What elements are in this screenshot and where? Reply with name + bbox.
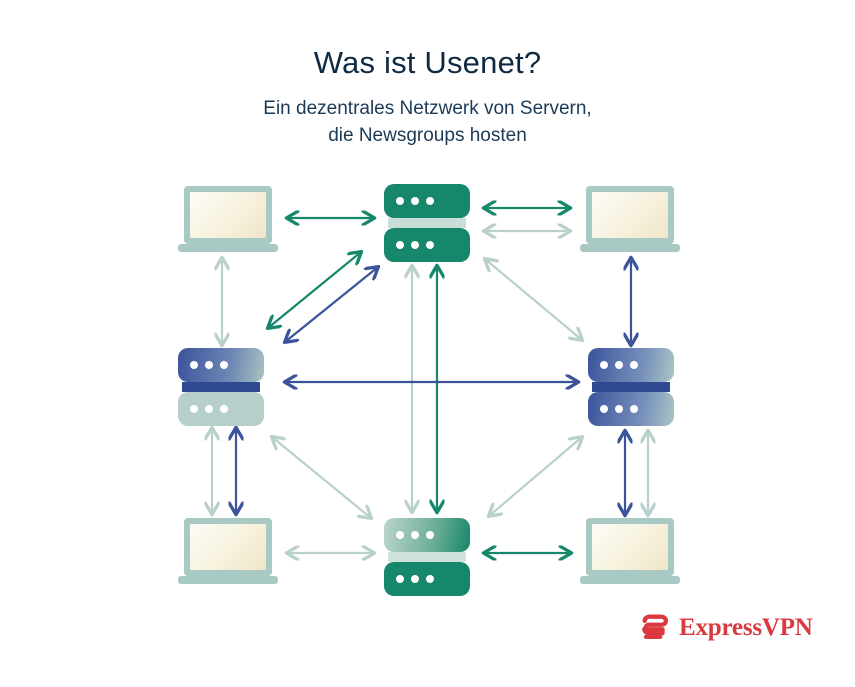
laptop-base [178,244,278,252]
arrow-server-mr-to-server-bc [489,437,582,516]
laptop-icon-top-left [178,186,278,258]
laptop-screen [592,524,668,570]
arrow-server-tc-to-server-mr [485,259,582,340]
server-icon-bottom-center [384,518,470,596]
server-unit-top [384,184,470,218]
server-band [592,382,670,392]
server-icon-middle-right [588,348,674,426]
server-unit-top [178,348,264,382]
laptop-icon-bottom-right [580,518,680,590]
server-status-dots [600,405,638,413]
server-status-dots [396,197,434,205]
arrow-server-ml-to-server-tc-blue [285,267,378,342]
server-status-dots [190,361,228,369]
laptop-icon-top-right [580,186,680,258]
arrow-server-ml-to-server-tc-green [268,252,361,328]
page-subtitle: Ein dezentrales Netzwerk von Servern, di… [0,96,855,150]
laptop-base [580,244,680,252]
server-status-dots [396,241,434,249]
laptop-screen [190,524,266,570]
subtitle-line-2: die Newsgroups hosten [328,124,527,146]
expressvpn-wordmark: ExpressVPN [679,613,813,641]
server-unit-top [588,348,674,382]
server-unit-bottom [178,392,264,426]
server-band [388,218,466,228]
server-status-dots [190,405,228,413]
server-status-dots [396,575,434,583]
server-unit-top [384,518,470,552]
server-status-dots [396,531,434,539]
server-band [182,382,260,392]
laptop-screen [592,192,668,238]
server-unit-bottom [384,562,470,596]
page-title: Was ist Usenet? [313,45,542,80]
server-unit-bottom [384,228,470,262]
arrow-server-ml-to-server-bc [272,437,371,518]
server-icon-top-center [384,184,470,262]
server-icon-middle-left [178,348,264,426]
server-unit-bottom [588,392,674,426]
laptop-base [178,576,278,584]
expressvpn-logo-mark-icon [642,614,669,639]
server-status-dots [600,361,638,369]
laptop-screen [190,192,266,238]
laptop-icon-bottom-left [178,518,278,590]
laptop-base [580,576,680,584]
server-band [388,552,466,562]
subtitle-line-1: Ein dezentrales Netzwerk von Servern, [263,98,592,119]
expressvpn-logo: ExpressVPN [640,612,813,642]
